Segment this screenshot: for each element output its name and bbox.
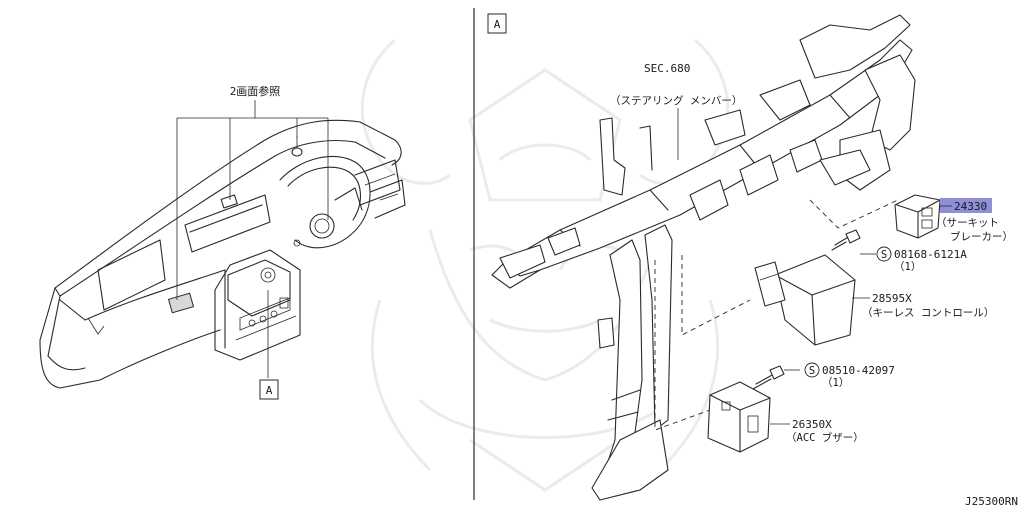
circuit-breaker-part-no: 24330: [954, 200, 987, 213]
view-a-marker-right-label: A: [494, 18, 501, 31]
bolt-1-qty: （1）: [894, 261, 921, 273]
circuit-breaker-highlight: [940, 198, 992, 213]
bolt-icon-1: [831, 229, 861, 251]
bolt-2-qty: （1）: [822, 377, 849, 389]
dashed-leaders: [654, 199, 899, 431]
steering-member-illustration: [491, 14, 916, 501]
acc-buzzer-part-no: 26350X: [792, 418, 832, 431]
left-callout-lines: [176, 100, 329, 378]
acc-buzzer-desc: （ACC ブザー）: [786, 431, 864, 444]
circuit-breaker-desc-2: ブレーカー）: [950, 230, 1013, 243]
bolt-2-part-no: 08510-42097: [822, 364, 895, 377]
view-a-marker-left-label: A: [266, 384, 273, 397]
bolt-1-part-no: 08168-6121A: [894, 248, 967, 261]
keyless-control-desc: （キーレス コントロール）: [862, 307, 994, 319]
circuit-breaker-desc-1: （サーキット: [936, 217, 999, 229]
s-mark-icon-1: [876, 246, 892, 262]
diagram-code: J25300RN: [965, 495, 1018, 508]
view-a-marker-right: [487, 13, 507, 34]
acc-buzzer-part-icon: [707, 381, 771, 453]
keyless-control-part-icon: [754, 254, 856, 346]
dashboard-illustration: [39, 119, 406, 389]
keyless-control-part-no: 28595X: [872, 292, 912, 305]
s-mark-1-letter: S: [881, 249, 887, 261]
s-mark-2-letter: S: [809, 365, 815, 377]
view-a-marker-left: [259, 379, 279, 400]
samurai-watermark-icon: [360, 38, 730, 492]
steering-member-section: SEC.680: [644, 62, 690, 75]
bolt-icon-2: [752, 365, 785, 390]
ref-note-label: 2画面参照: [230, 84, 281, 98]
s-mark-icon-2: [804, 362, 820, 378]
circuit-breaker-part-icon: [894, 194, 941, 239]
steering-member-name: （ステアリング メンバー）: [610, 94, 742, 107]
